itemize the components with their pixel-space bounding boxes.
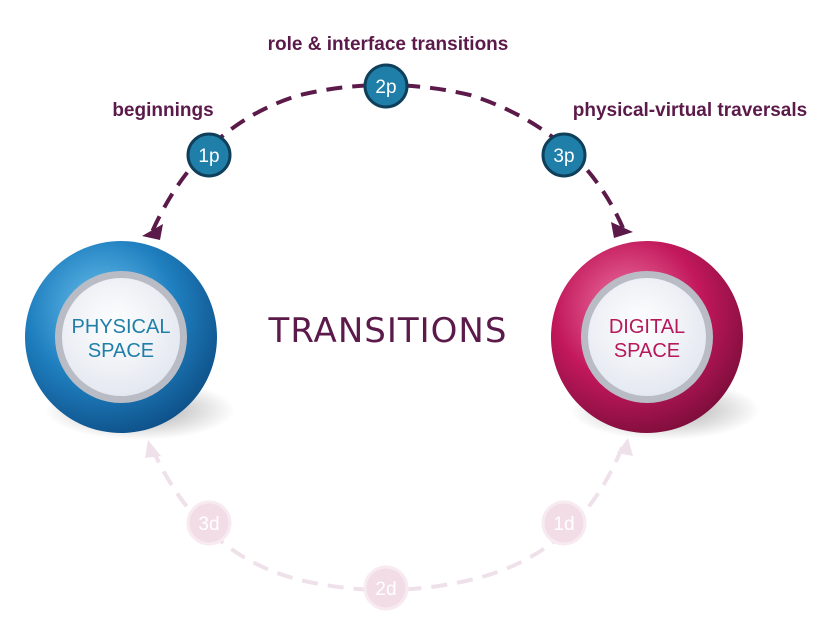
- badge-3d: 3d: [186, 500, 232, 546]
- badge-3d-text: 3d: [198, 514, 219, 535]
- digital-space-node: DIGITAL SPACE: [551, 241, 760, 440]
- transitions-title: TRANSITIONS: [268, 311, 508, 351]
- faded-arrowhead-right: [617, 438, 633, 456]
- physical-space-line1: PHYSICAL: [72, 316, 171, 338]
- digital-space-line2: SPACE: [614, 340, 680, 362]
- badge-1d-text: 1d: [553, 514, 574, 535]
- badge-2d-text: 2d: [375, 579, 396, 600]
- faded-arrowhead-left: [145, 440, 161, 458]
- arrowhead-right: [611, 222, 633, 238]
- arrowhead-left: [142, 224, 163, 240]
- badge-1p: 1p: [186, 132, 232, 178]
- physical-space-line2: SPACE: [88, 340, 154, 362]
- label-physical-virtual-traversals: physical-virtual traversals: [573, 100, 807, 121]
- badge-2d: 2d: [363, 565, 409, 611]
- label-role-interface-transitions: role & interface transitions: [268, 34, 509, 55]
- badge-2p: 2p: [363, 63, 409, 109]
- badge-3p-text: 3p: [553, 146, 574, 167]
- badge-2p-text: 2p: [375, 77, 396, 98]
- label-beginnings: beginnings: [112, 100, 213, 121]
- badge-1d: 1d: [541, 500, 587, 546]
- badge-3p: 3p: [541, 132, 587, 178]
- digital-space-line1: DIGITAL: [609, 316, 685, 338]
- badge-1p-text: 1p: [198, 146, 219, 167]
- physical-space-node: PHYSICAL SPACE: [25, 241, 235, 440]
